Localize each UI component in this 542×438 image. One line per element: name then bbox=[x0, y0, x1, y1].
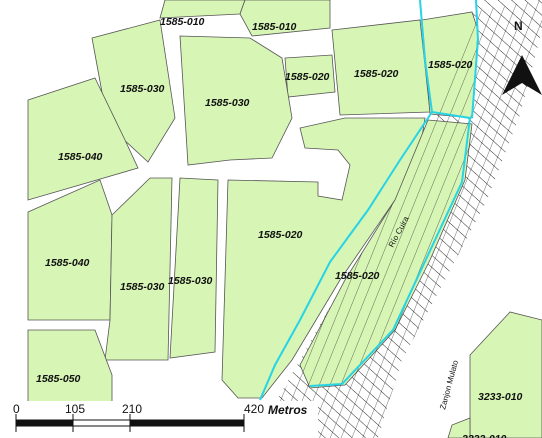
scale-tick-label: 210 bbox=[122, 402, 142, 416]
parcel-label: 1585-040 bbox=[45, 257, 90, 269]
parcel-label: 1585-010 bbox=[252, 21, 297, 33]
parcel[interactable] bbox=[27, 329, 113, 406]
parcel-label: 3233-010 bbox=[478, 391, 523, 403]
parcel[interactable] bbox=[447, 417, 471, 438]
parcel-label: 1585-020 bbox=[428, 59, 473, 71]
parcel-label: 1585-010 bbox=[160, 16, 205, 28]
scale-unit-label: Metros bbox=[268, 403, 308, 417]
scale-bar: 0 105 210 420 Metros bbox=[10, 401, 318, 438]
scale-tick-label: 420 bbox=[244, 402, 264, 416]
parcel-label: 1585-020 bbox=[258, 229, 303, 241]
scale-tick-label: 105 bbox=[65, 402, 85, 416]
parcel[interactable] bbox=[221, 117, 426, 399]
scale-tick-label: 0 bbox=[13, 402, 20, 416]
river-outline bbox=[309, 0, 472, 387]
parcel[interactable] bbox=[239, 0, 331, 37]
river-outline bbox=[471, 0, 480, 119]
parcel-label: 1585-050 bbox=[36, 373, 81, 385]
parcel-label: 1585-040 bbox=[58, 151, 103, 163]
parcel[interactable] bbox=[284, 54, 336, 98]
parcel-label: 1585-030 bbox=[120, 83, 165, 95]
parcel[interactable] bbox=[169, 177, 219, 359]
parcel-label: 1585-020 bbox=[354, 68, 399, 80]
parcel-label: 1585-020 bbox=[335, 270, 380, 282]
north-label: N bbox=[514, 19, 523, 33]
north-arrow-icon: N bbox=[502, 19, 542, 95]
river-outline bbox=[259, 111, 433, 401]
parcel-label: 1585-020 bbox=[285, 71, 330, 83]
parcel[interactable] bbox=[27, 77, 139, 201]
parcel-label: 1585-030 bbox=[120, 281, 165, 293]
parcel[interactable] bbox=[179, 35, 293, 166]
parcel-label: 1585-030 bbox=[205, 97, 250, 109]
parcel-label: 1585-030 bbox=[168, 275, 213, 287]
parcel-label: 3233-010 bbox=[462, 433, 507, 438]
hatched-overlay bbox=[260, 0, 542, 438]
parcel[interactable] bbox=[159, 0, 246, 19]
